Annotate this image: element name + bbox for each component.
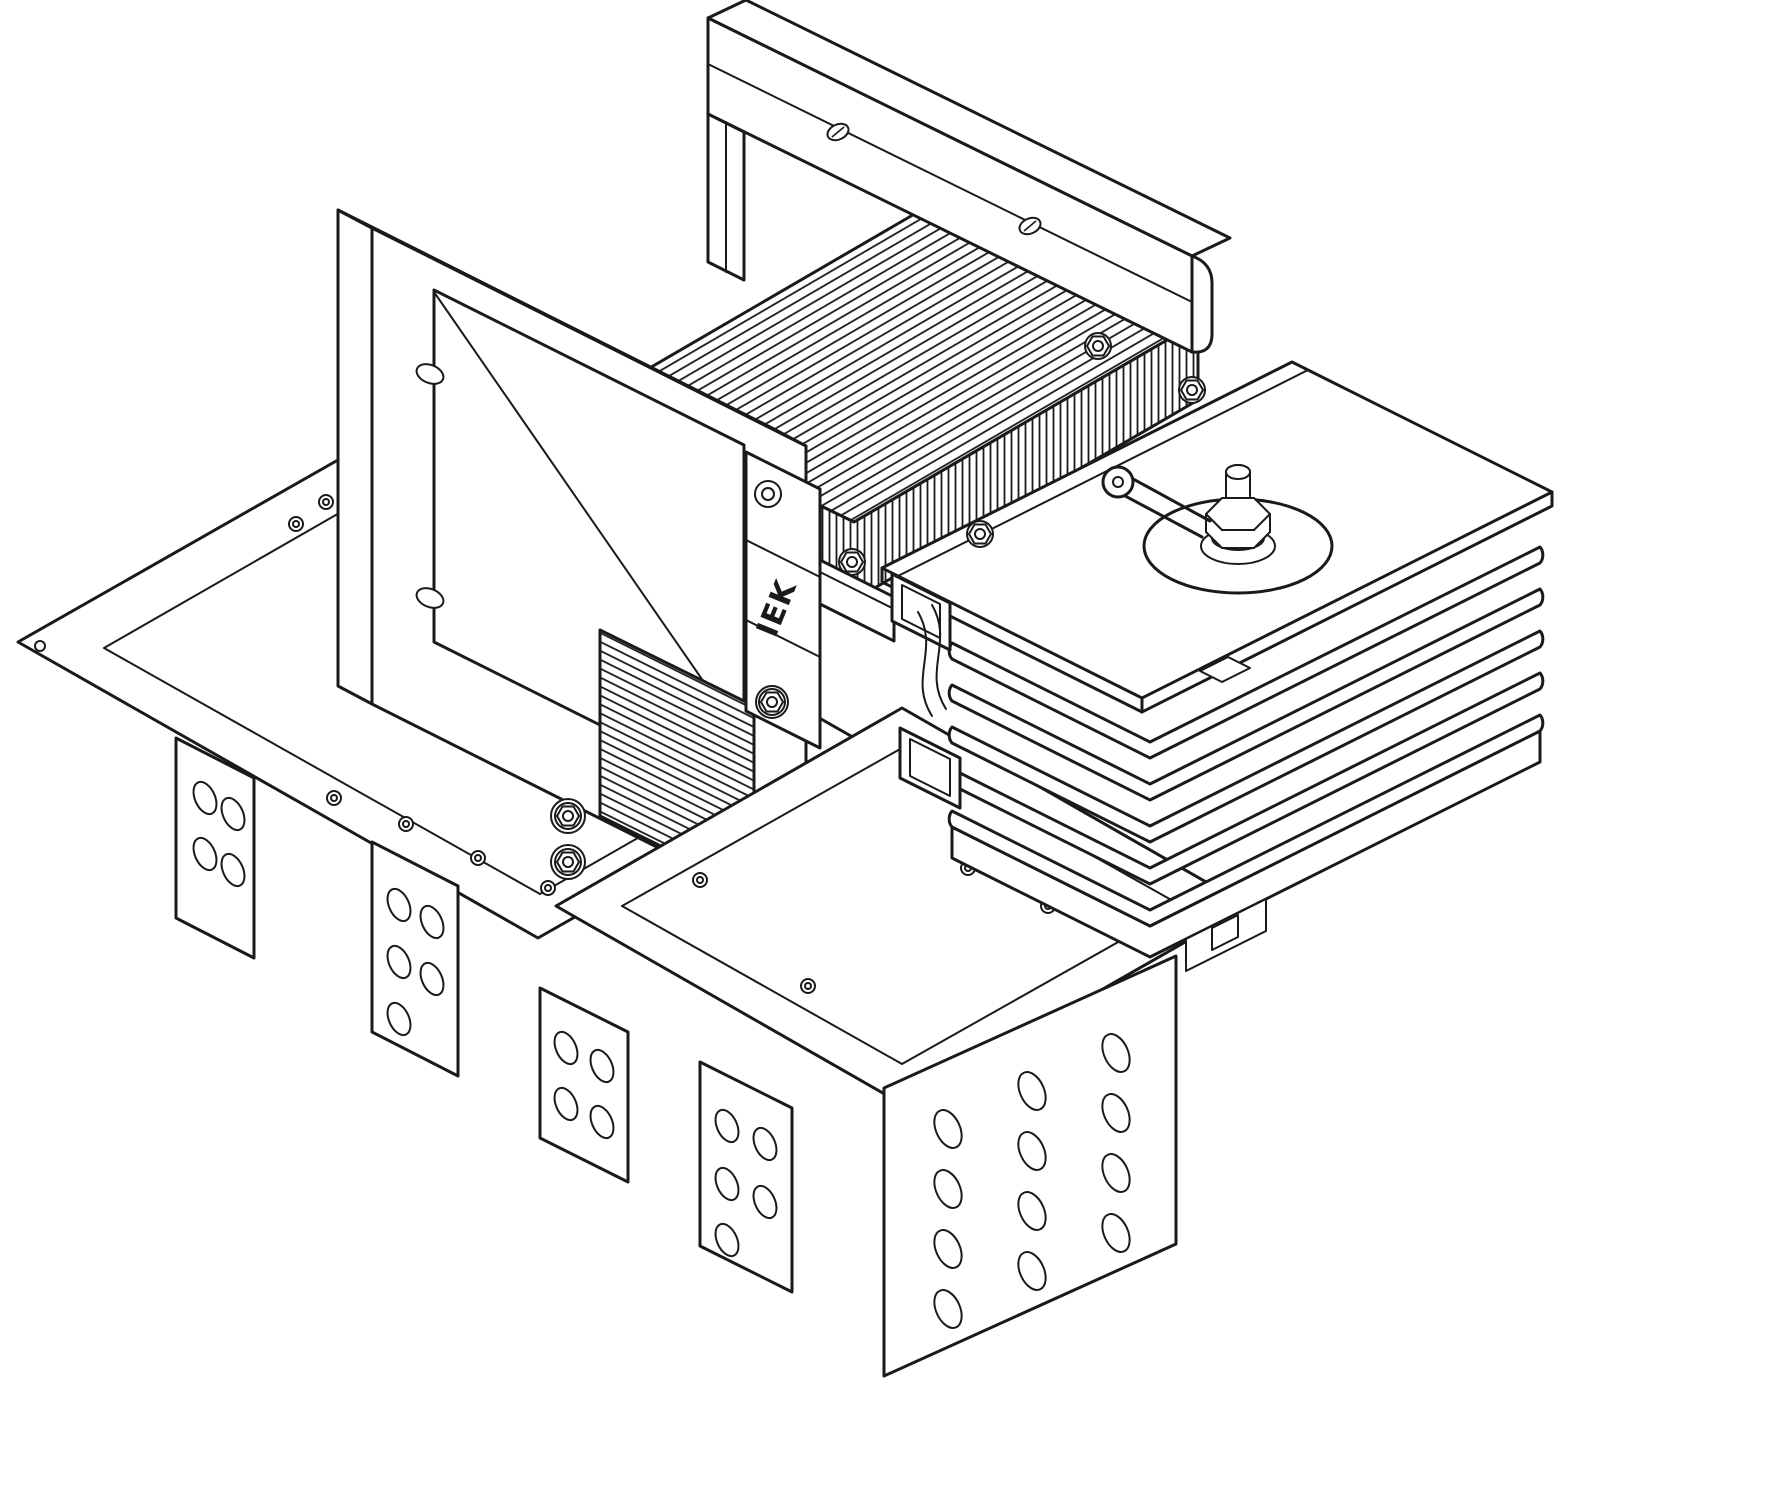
hex-bolt-icon (758, 688, 786, 716)
left-frame-left-face (336, 208, 374, 706)
mounting-fin-plate-left-1 (174, 736, 256, 960)
plate-edge-notch (1199, 656, 1251, 683)
connector-brackets (818, 558, 962, 810)
bolt-hole-plate (882, 954, 1178, 1378)
hex-bolt-icon (1084, 332, 1112, 360)
clamp-disc (1142, 464, 1334, 595)
mounting-fin-plate-left-2 (370, 840, 460, 1078)
frame-clip-icon (415, 587, 445, 609)
flange-tab (1185, 898, 1267, 972)
flexible-strap (917, 611, 933, 717)
hex-bolt-icon (1178, 376, 1206, 404)
hex-bolt-icon (554, 802, 582, 830)
lever-arm (1101, 465, 1212, 539)
top-flange-frame (706, 0, 1232, 354)
hex-bolt-icon (554, 848, 582, 876)
brand-bar: IEK (744, 450, 822, 750)
mounting-fin-plate-center-1 (538, 986, 630, 1184)
expansion-bellows-assembly (818, 332, 1554, 972)
hex-nut-top (1205, 497, 1271, 531)
hex-bolt-icon (966, 520, 994, 548)
frame-clip-icon (415, 363, 445, 385)
mounting-fin-plate-center-2 (698, 1060, 794, 1294)
top-frame-right-fold (1190, 254, 1214, 354)
funnel-diagonal (433, 291, 745, 741)
